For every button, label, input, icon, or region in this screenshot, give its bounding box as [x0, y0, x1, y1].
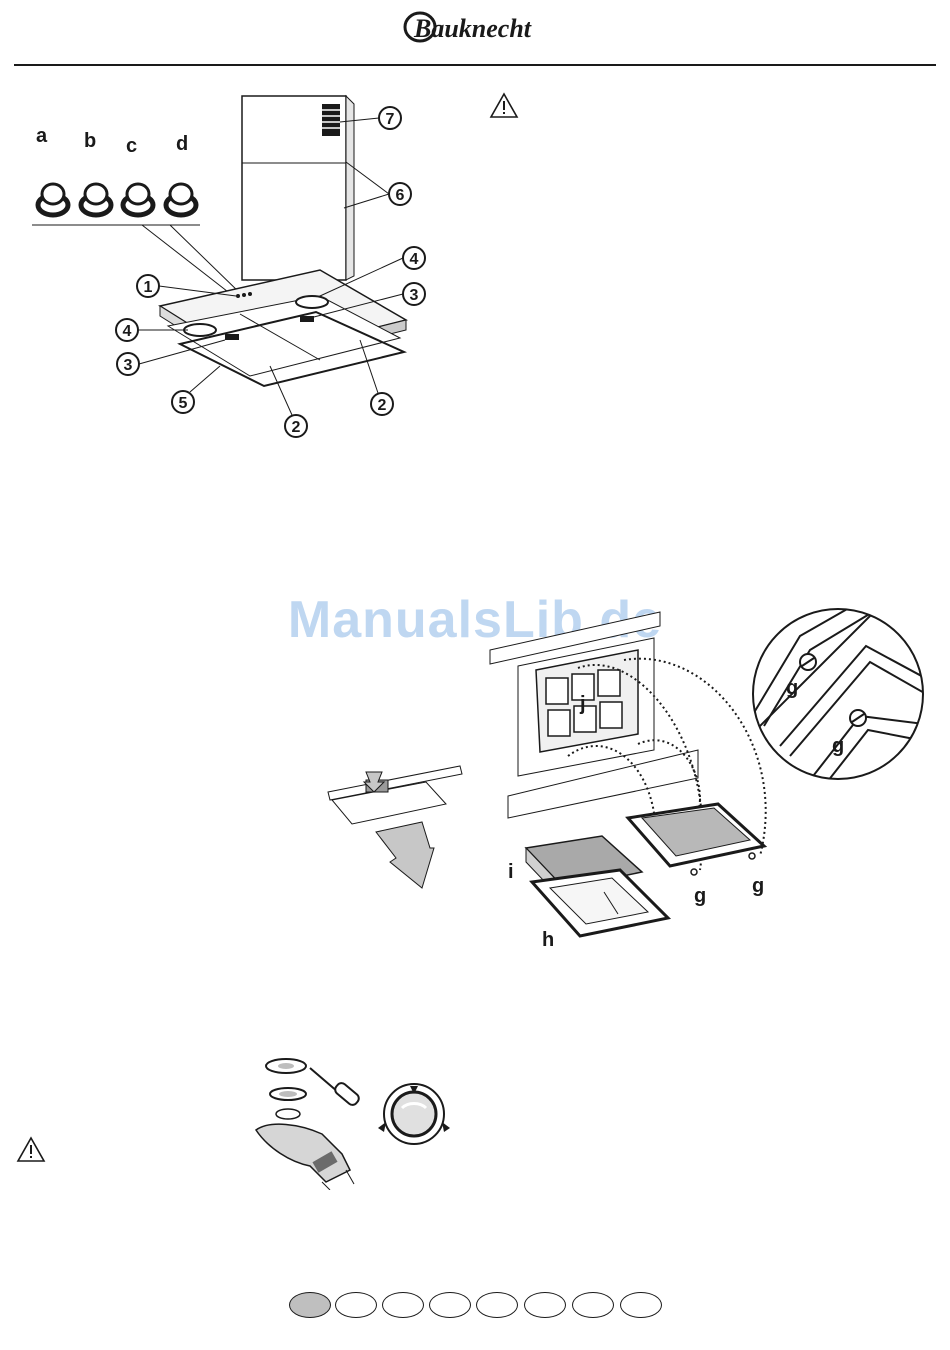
label-j: j	[579, 693, 586, 715]
label-g: g	[694, 885, 706, 907]
callout-7: 7	[386, 111, 395, 128]
lamp-replacement-diagram	[250, 1050, 470, 1190]
language-nav-item[interactable]	[382, 1292, 424, 1318]
callout-3: 3	[124, 357, 133, 374]
knob-label-a: a	[36, 125, 48, 147]
language-nav-item[interactable]	[289, 1292, 331, 1318]
callout-3: 3	[410, 287, 419, 304]
language-nav-item[interactable]	[476, 1292, 518, 1318]
callout-1: 1	[144, 279, 153, 296]
label-g: g	[752, 875, 764, 897]
hood-diagram: a b c d	[20, 90, 440, 440]
language-nav-item[interactable]	[429, 1292, 471, 1318]
callout-6: 6	[396, 187, 405, 204]
callout-2: 2	[378, 397, 387, 414]
brand-logo-text: Bauknecht	[413, 14, 532, 43]
label-h: h	[542, 929, 554, 951]
header-divider	[14, 64, 936, 66]
carbon-filter-diagram: j i h g g	[488, 606, 778, 962]
callout-5: 5	[179, 395, 188, 412]
language-nav-item[interactable]	[335, 1292, 377, 1318]
callout-2: 2	[292, 419, 301, 436]
callout-4: 4	[410, 251, 419, 268]
warning-icon	[489, 92, 519, 120]
language-nav-item[interactable]	[572, 1292, 614, 1318]
knob-label-b: b	[84, 130, 96, 152]
label-g: g	[832, 735, 844, 757]
language-nav-item[interactable]	[620, 1292, 662, 1318]
callout-4: 4	[123, 323, 132, 340]
brand-logo: Bauknecht	[400, 6, 550, 46]
label-g: g	[786, 677, 798, 699]
warning-icon	[16, 1136, 46, 1164]
language-nav-item[interactable]	[524, 1292, 566, 1318]
knob-label-d: d	[176, 133, 188, 155]
filter-removal-diagram	[326, 752, 466, 897]
knob-label-c: c	[126, 135, 137, 157]
detail-zoom-circle: g g	[750, 606, 926, 782]
label-i: i	[508, 861, 514, 883]
control-knobs	[38, 184, 196, 215]
